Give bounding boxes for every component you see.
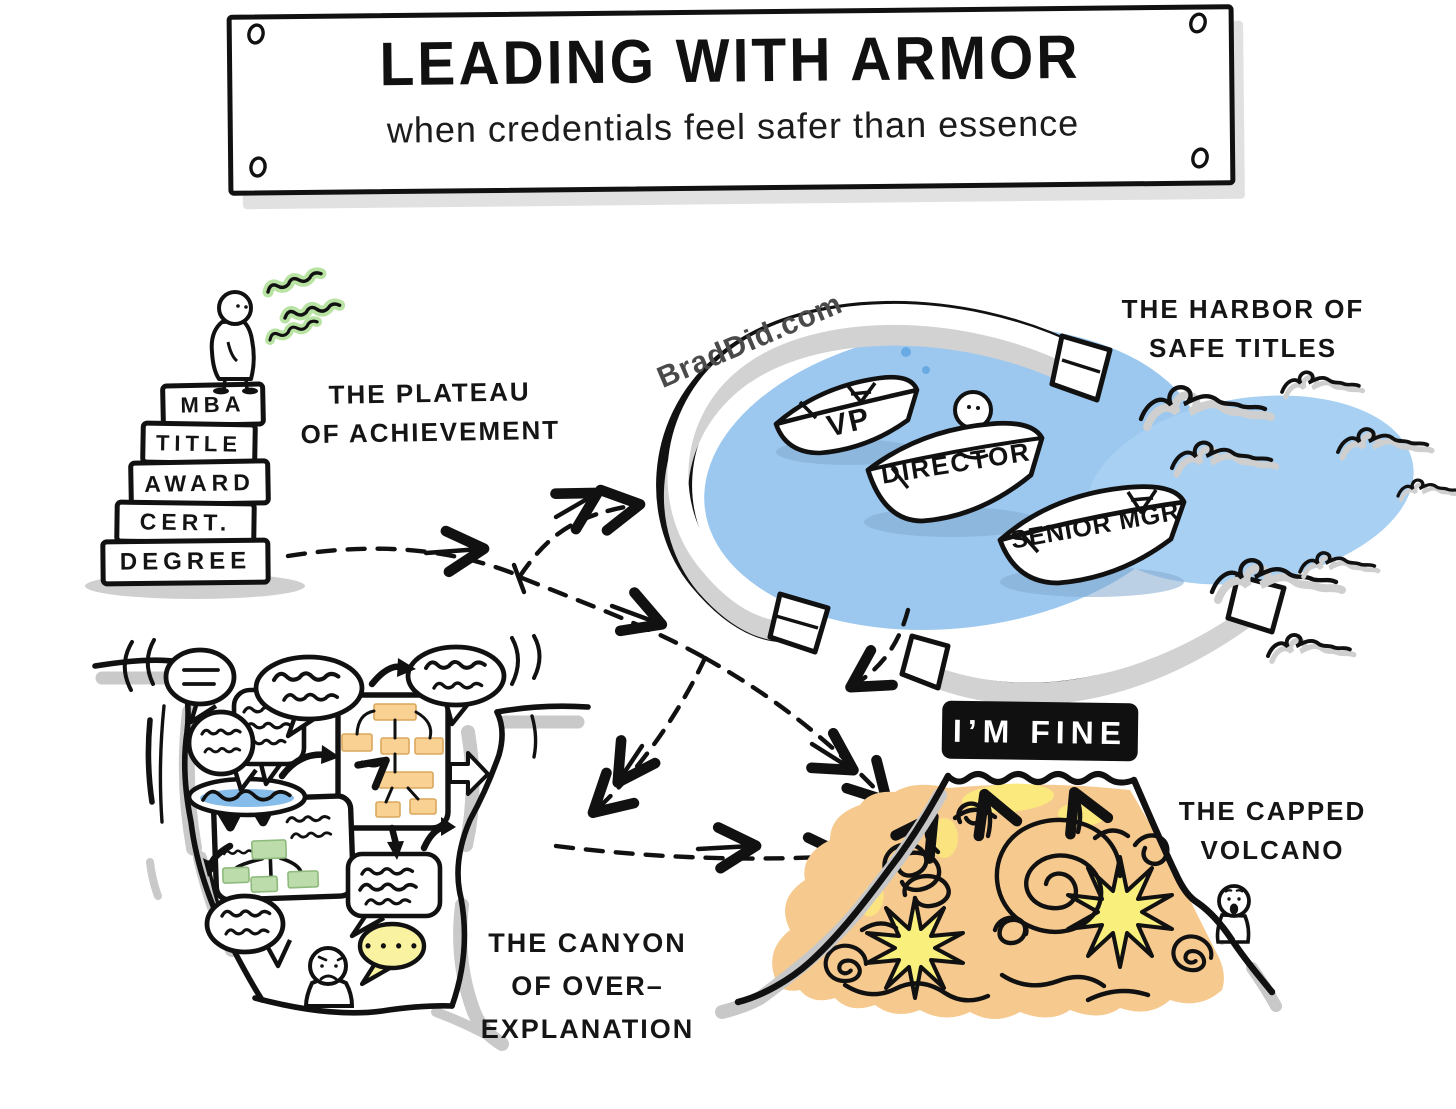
- speech-bubbles: [163, 644, 507, 987]
- starburst: [1066, 855, 1174, 969]
- harbor-label-line1: THE HARBOR OF: [1121, 294, 1365, 324]
- canyon-label-line1: THE CANYON: [488, 928, 687, 958]
- boat-senior-mgr: [997, 484, 1187, 586]
- orange-flowchart: [335, 692, 451, 831]
- block-mba: MBA: [180, 391, 246, 418]
- block-award: AWARD: [143, 468, 256, 497]
- breakwater-right: [899, 573, 1287, 705]
- canyon-label-line2: OF OVER–: [511, 971, 664, 1002]
- speech-bubble: [204, 893, 292, 969]
- block-cert: CERT.: [139, 508, 232, 536]
- person-on-plateau: [209, 290, 258, 395]
- cap-label: I’M FINE: [952, 712, 1128, 752]
- sign-board: [226, 4, 1236, 196]
- volcano-label: THE CAPPED VOLCANO: [1165, 792, 1380, 870]
- vibration-marks: [122, 634, 542, 692]
- canyon-arrows: [203, 658, 490, 877]
- harbor-label-line2: SAFE TITLES: [1148, 333, 1338, 363]
- speech-bubble: [345, 851, 443, 939]
- volcano-slopes: [715, 771, 1282, 1019]
- canyon-label-line3: EXPLANATION: [480, 1014, 695, 1045]
- im-fine-cap: [941, 700, 1139, 762]
- block-title: TITLE: [155, 429, 243, 457]
- canyon-label: THE CANYON OF OVER– EXPLANATION: [465, 922, 710, 1052]
- breakwater-left: [656, 301, 1113, 655]
- thought-dots: • • • •: [364, 936, 420, 956]
- plateau-label-line1: THE PLATEAU: [328, 376, 531, 410]
- volcano-label-line1: THE CAPPED: [1178, 796, 1367, 826]
- sigh-squiggles: [266, 271, 340, 340]
- speech-bubble: [163, 647, 237, 725]
- block-degree: DEGREE: [119, 547, 252, 576]
- boat-vp: [773, 374, 920, 456]
- sign-title: LEADING WITH ARMOR: [379, 22, 1081, 100]
- person-peeking: [1194, 884, 1251, 945]
- canyon-of-over-explanation: [92, 634, 591, 1051]
- green-flowchart: [208, 787, 356, 903]
- person-in-canyon: [303, 946, 355, 1008]
- speech-bubble: [186, 709, 258, 793]
- plateau-label-line2: OF ACHIEVEMENT: [300, 414, 561, 450]
- harbor-label: THE HARBOR OF SAFE TITLES: [1118, 290, 1368, 368]
- plateau-label: THE PLATEAU OF ACHIEVEMENT: [294, 372, 565, 455]
- harbor-of-safe-titles: [656, 301, 1456, 705]
- sign-screws: [247, 12, 1209, 178]
- capped-volcano: [715, 700, 1282, 1019]
- highlighted-point-bubble: [186, 776, 308, 818]
- speech-bubble: [405, 644, 507, 727]
- thought-dots-bubble: [357, 921, 427, 987]
- speech-bubble: [253, 654, 365, 739]
- plateau-of-achievement: [85, 271, 340, 599]
- starburst: [865, 896, 965, 1000]
- volcano-label-line2: VOLCANO: [1200, 835, 1345, 865]
- boat-director: [865, 390, 1045, 524]
- credential-blocks: [100, 381, 271, 587]
- title-sign: [226, 4, 1245, 210]
